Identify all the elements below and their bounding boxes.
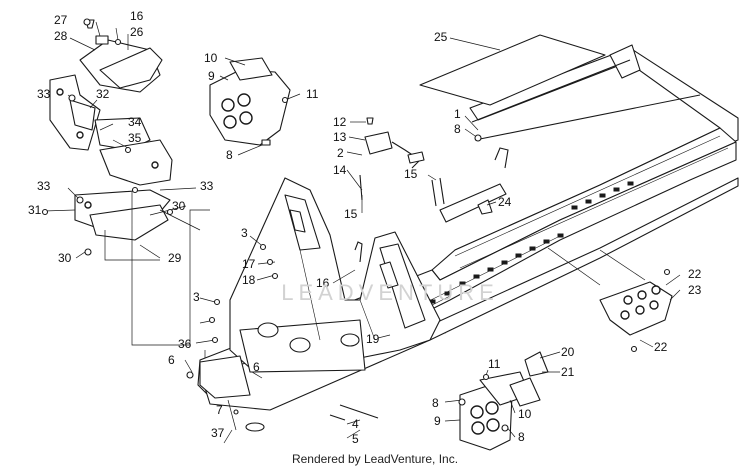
callout-17: 17 [242,257,256,271]
front-nose [199,355,251,399]
callout-35: 35 [128,131,142,145]
callout-8-mid: 8 [454,122,461,136]
callout-16-center: 16 [316,276,330,290]
upper-front-bracket [209,57,291,146]
callout-15-right: 15 [404,167,418,181]
upper-steering-bracket [79,19,163,93]
callout-12: 12 [333,115,347,129]
leader-lines [43,21,681,444]
callout-16: 16 [130,9,144,23]
front-bulkhead [229,177,441,373]
callout-2: 2 [337,146,344,160]
grommet [245,422,265,432]
callout-1: 1 [454,107,461,121]
steering-support-bracket [74,139,173,241]
callout-6-left: 6 [168,353,175,367]
callout-5: 5 [352,432,359,446]
callout-26: 26 [130,25,144,39]
callout-4: 4 [352,417,359,431]
callout-23: 23 [688,283,702,297]
callout-36: 36 [178,337,192,351]
clip [477,199,493,215]
callout-8-bottom-right: 8 [518,430,525,444]
callout-33-mid: 33 [37,179,51,193]
footrest-bracket [599,281,673,336]
callout-32: 32 [96,87,110,101]
callout-19: 19 [366,332,380,346]
callout-6-center: 6 [253,360,260,374]
callout-3-upper: 3 [241,226,248,240]
callout-29: 29 [168,251,182,265]
callout-22-top: 22 [688,267,702,281]
callout-7: 7 [216,403,223,417]
callout-33-top: 33 [37,87,51,101]
callout-21: 21 [561,365,575,379]
callout-8-bottom-left: 8 [432,396,439,410]
rendered-by-credit: Rendered by LeadVenture, Inc. [291,452,459,466]
callout-20: 20 [561,345,575,359]
callout-30-right: 30 [172,199,186,213]
callout-11-bottom: 11 [488,357,501,371]
callout-labels: 27 16 28 26 33 32 34 35 33 33 31 30 29 3… [28,9,702,446]
callout-10-top: 10 [204,51,218,65]
callout-31: 31 [28,203,42,217]
watermark: LEADVENTURE [281,280,499,305]
fasteners [41,18,671,432]
tunnel-mat [419,34,606,106]
callout-9-bottom: 9 [434,414,441,428]
callout-10-bottom: 10 [518,407,532,421]
callout-27: 27 [54,13,68,27]
callout-13: 13 [333,130,347,144]
ignition-module [364,117,425,169]
callout-18: 18 [242,273,256,287]
callout-37: 37 [211,426,225,440]
callout-9-top: 9 [208,69,215,83]
lower-rear-bracket [459,371,531,451]
callout-28: 28 [54,29,68,43]
callout-30-left: 30 [58,251,72,265]
callout-14: 14 [333,163,347,177]
callout-8-top: 8 [226,148,233,162]
callout-11-top: 11 [306,87,319,101]
callout-33-right: 33 [200,179,214,193]
callout-24: 24 [498,195,512,209]
steering-side-plate [49,74,151,151]
callout-15-left: 15 [344,207,358,221]
callout-34: 34 [128,115,142,129]
callout-25: 25 [434,30,448,44]
tunnel-handles [354,147,509,263]
bumper-brackets [509,351,549,407]
callout-3-lower: 3 [193,290,200,304]
assembly-frame-lines [131,192,210,346]
callout-22-bottom: 22 [654,340,668,354]
